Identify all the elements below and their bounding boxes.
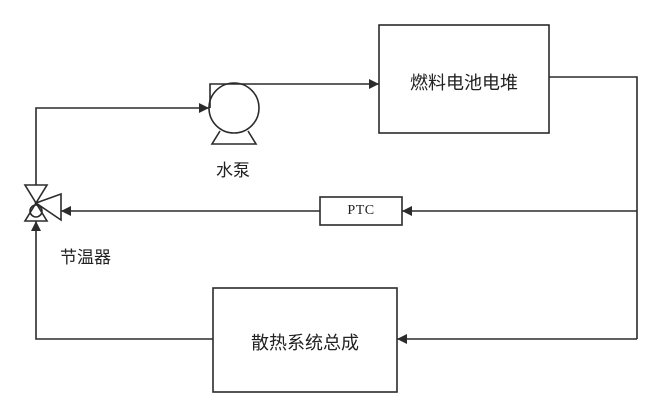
radiator-assembly-label: 散热系统总成	[251, 333, 359, 354]
fuel-cell-stack-box	[378, 24, 550, 134]
fuel-cell-stack-label: 燃料电池电堆	[410, 73, 518, 94]
thermostat-to-pump-line	[35, 103, 209, 185]
stack-outlet-line	[549, 76, 638, 339]
flow-lines	[31, 76, 638, 344]
thermostat-label: 节温器	[60, 248, 111, 268]
water-pump-icon	[208, 82, 260, 145]
thermostat-valve-icon	[23, 184, 62, 222]
ptc-heater-label: PTC	[347, 203, 375, 218]
radiator-to-thermostat-line	[31, 221, 213, 340]
water-pump-label: 水泵	[216, 161, 250, 181]
